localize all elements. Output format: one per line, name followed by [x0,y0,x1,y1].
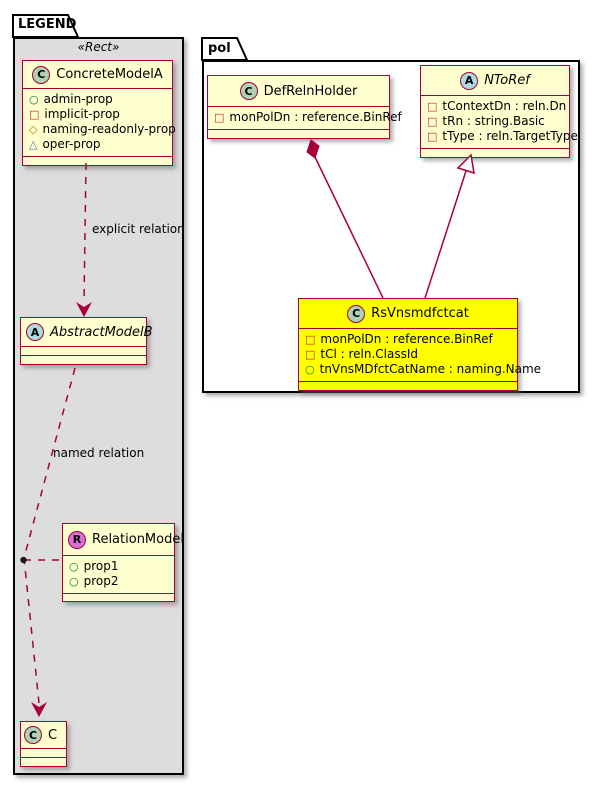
member-row: ○ prop1 [69,559,168,574]
class-members: ○ admin-prop □ implicit-prop ◇ naming-re… [23,89,176,157]
class-title: C ConcreteModelA [23,61,172,89]
class-concrete-model-a: C ConcreteModelA ○ admin-prop □ implicit… [22,60,176,166]
member-row: □ tRn : string.Basic [427,114,563,129]
private-square-icon: □ [305,348,316,361]
class-title: C RsVnsmdfctcat [299,299,517,329]
class-name: AbstractModelB [50,324,153,340]
class-relation-model: R RelationModel ○ prop1 ○ prop2 [62,523,184,602]
member-row: □ monPolDn : reference.BinRef [305,332,511,347]
abstract-spot-icon: A [26,323,44,341]
member-row: ◇ naming-readonly-prop [29,122,176,137]
class-name: RsVnsmdfctcat [371,306,469,321]
member-row: □ tContextDn : reln.Dn [427,99,567,114]
member-text: monPolDn : reference.BinRef [229,110,402,124]
public-circle-icon: ○ [69,560,79,573]
class-spot-icon: C [347,304,366,323]
member-text: naming-readonly-prop [42,122,176,136]
class-abstract-model-b: A AbstractModelB [20,317,153,365]
class-nto-ref: A NToRef □ tContextDn : reln.Dn □ tRn : … [420,65,578,158]
member-row: △ oper-prop [29,137,166,152]
empty-compartment [21,757,66,766]
member-text: prop1 [83,559,119,573]
private-square-icon: □ [427,115,438,128]
private-square-icon: □ [427,130,438,143]
class-members: □ tContextDn : reln.Dn □ tRn : string.Ba… [421,96,578,149]
private-square-icon: □ [427,100,438,113]
member-row: □ tCl : reln.ClassId [305,347,511,362]
empty-compartment [23,157,172,165]
class-name: C [48,727,58,743]
member-row: □ tType : reln.TargetType [427,129,578,144]
public-circle-icon: ○ [29,93,39,106]
public-circle-icon: ○ [305,363,315,376]
class-name: RelationModel [92,532,184,547]
class-members: □ monPolDn : reference.BinRef [208,107,402,130]
edge-label-explicit-relation: explicit relation [92,222,185,236]
member-text: prop2 [83,574,119,588]
class-name: NToRef [484,73,530,88]
member-row: ○ tnVnsMDfctCatName : naming.Name [305,362,541,377]
empty-compartment [63,594,174,601]
empty-compartment [208,130,389,138]
class-spot-icon: C [239,82,258,100]
member-text: admin-prop [43,92,113,106]
class-title: C C [21,722,66,749]
package-triangle-icon: △ [29,138,38,151]
empty-compartment [299,382,517,390]
private-square-icon: □ [214,111,225,124]
member-text: tnVnsMDfctCatName : naming.Name [319,362,542,376]
member-text: tRn : string.Basic [442,114,545,128]
abstract-spot-icon: A [460,71,479,90]
member-text: monPolDn : reference.BinRef [320,332,493,346]
member-text: oper-prop [42,137,101,151]
member-row: □ implicit-prop [29,107,166,122]
member-text: tType : reln.TargetType [442,129,578,143]
empty-compartment [21,749,66,757]
protected-diamond-icon: ◇ [29,123,38,136]
class-c: C C [20,721,67,767]
pol-package-tab: pol [208,41,231,56]
class-spot-icon: C [32,65,51,84]
member-text: tCl : reln.ClassId [320,347,419,361]
legend-package-tab: LEGEND [18,17,77,32]
class-members: □ monPolDn : reference.BinRef □ tCl : re… [299,329,541,382]
class-name: DefRelnHolder [263,83,358,99]
member-text: tContextDn : reln.Dn [442,99,567,113]
class-title: C DefRelnHolder [208,76,389,107]
class-members: ○ prop1 ○ prop2 [63,556,174,594]
empty-compartment [421,149,569,157]
private-square-icon: □ [29,108,40,121]
class-title: R RelationModel [63,524,184,556]
empty-compartment [21,347,146,355]
class-spot-icon: C [24,726,42,744]
edge-label-named-relation: named relation [53,446,145,460]
class-rs-vnsmdfctcat: C RsVnsmdfctcat □ monPolDn : reference.B… [298,298,541,391]
member-text: implicit-prop [44,107,120,121]
relation-spot-icon: R [68,530,86,549]
class-name: ConcreteModelA [56,67,163,82]
member-row: ○ prop2 [69,574,168,589]
private-square-icon: □ [305,333,316,346]
class-title: A NToRef [421,66,569,96]
member-row: □ monPolDn : reference.BinRef [214,110,402,125]
member-row: ○ admin-prop [29,92,166,107]
class-def-reln-holder: C DefRelnHolder □ monPolDn : reference.B… [207,75,402,139]
public-circle-icon: ○ [69,575,79,588]
class-title: A AbstractModelB [21,318,153,347]
legend-stereotype: «Rect» [77,40,120,54]
empty-compartment [21,355,146,364]
